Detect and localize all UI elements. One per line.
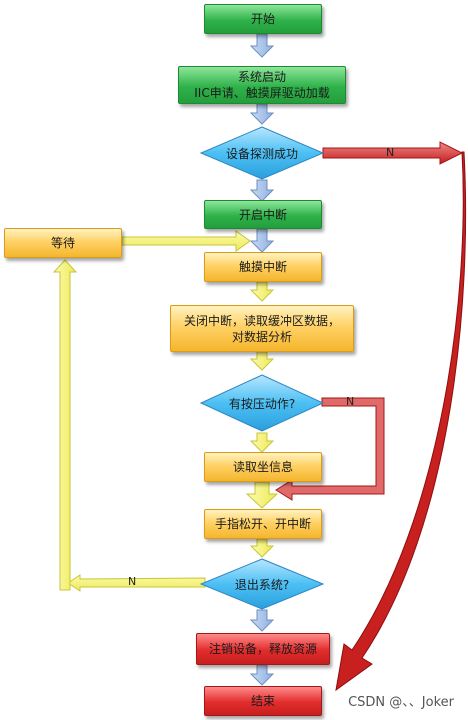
cleanup-label: 注销设备，释放资源 (208, 642, 317, 656)
probe-decision: 设备探测成功 (199, 126, 325, 180)
arrow-enable-to-touch (249, 228, 275, 253)
exit-no-label: N (128, 575, 137, 588)
init-label-line2: IIC申请、触摸屏驱动加载 (194, 86, 330, 100)
start-node: 开始 (204, 4, 322, 34)
touch-irq-node: 触摸中断 (204, 252, 322, 282)
release-node: 手指松开、开中断 (204, 509, 322, 539)
arrow-cleanup-to-end (249, 664, 275, 686)
probe-label: 设备探测成功 (225, 146, 298, 161)
arrow-probe-no (322, 141, 464, 165)
wait-node: 等待 (4, 228, 122, 258)
probe-no-label: N (386, 146, 395, 159)
cleanup-node: 注销设备，释放资源 (196, 633, 330, 665)
pressed-label: 有按压动作? (228, 396, 296, 411)
arrow-exit-no-loop (52, 259, 206, 592)
arrow-touch-to-read (249, 281, 275, 302)
arrow-pressed-no-loop (275, 397, 385, 501)
touch-irq-label: 触摸中断 (238, 260, 287, 274)
wait-label: 等待 (50, 236, 75, 250)
exit-label: 退出系统? (234, 577, 290, 592)
init-label-line1: 系统启动 (237, 70, 286, 84)
diamond-shape (199, 126, 325, 180)
release-label: 手指松开、开中断 (214, 517, 311, 531)
pressed-decision: 有按压动作? (199, 374, 325, 432)
arrow-wait-to-touch (121, 230, 251, 252)
arrow-coords-to-release (245, 481, 279, 509)
arrow-start-to-init (249, 33, 275, 58)
arrow-pressed-to-coords (249, 432, 275, 453)
read-coords-label: 读取坐信息 (232, 460, 293, 474)
start-label: 开始 (250, 12, 275, 26)
arrow-exit-to-cleanup (249, 609, 275, 632)
arrow-probe-no-to-end (335, 151, 467, 692)
enable-irq-node: 开启中断 (204, 200, 322, 229)
read-buffer-label-line1: 关闭中断，读取缓冲区数据， (183, 313, 340, 328)
pressed-no-label: N (346, 395, 355, 408)
read-coords-node: 读取坐信息 (204, 452, 322, 482)
arrow-probe-to-enable (249, 179, 275, 202)
exit-decision: 退出系统? (199, 558, 325, 610)
end-node: 结束 (204, 686, 322, 716)
read-buffer-node: 关闭中断，读取缓冲区数据， 对数据分析 (170, 305, 354, 352)
end-label: 结束 (250, 694, 275, 708)
enable-irq-label: 开启中断 (238, 207, 287, 222)
init-node: 系统启动 IIC申请、触摸屏驱动加载 (178, 66, 346, 104)
watermark-text: CSDN @、、Joker (348, 695, 454, 710)
arrow-read-to-pressed (249, 351, 275, 371)
arrow-init-to-probe (249, 103, 275, 125)
diamond-shape (199, 558, 325, 610)
read-buffer-label-line2: 对数据分析 (231, 329, 292, 344)
diamond-shape (199, 374, 325, 432)
arrow-release-to-exit (249, 538, 275, 558)
